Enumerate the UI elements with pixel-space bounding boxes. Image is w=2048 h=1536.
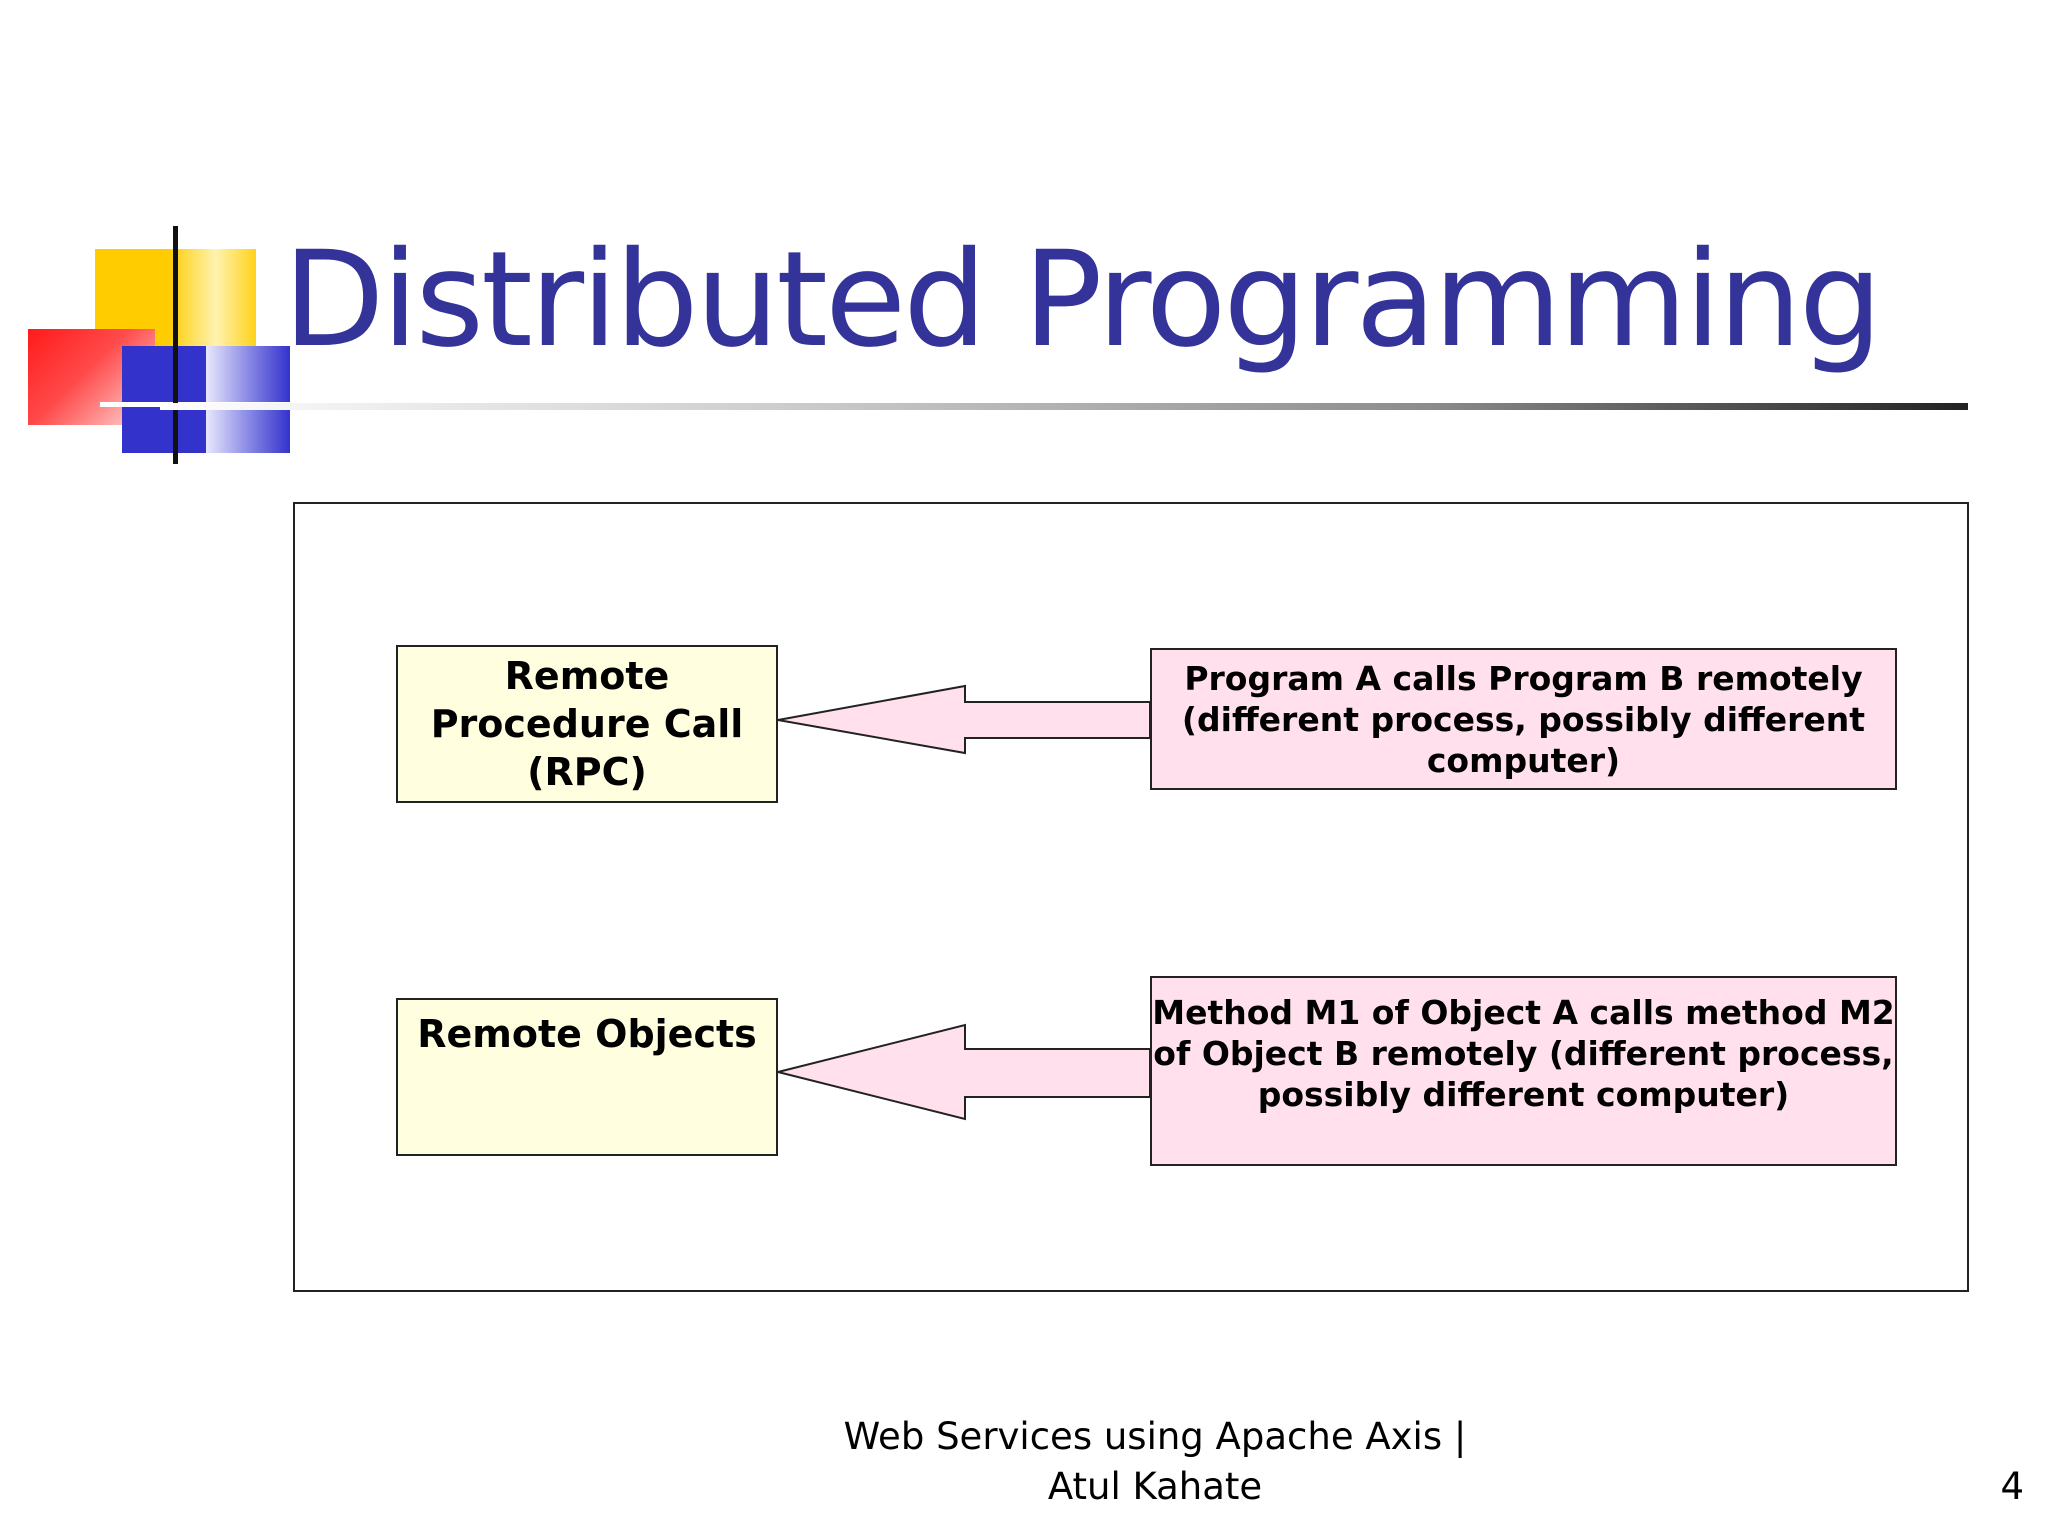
diagram-frame — [293, 502, 1969, 1292]
slide-title: Distributed Programming — [283, 223, 1883, 377]
program-call-line-1: Program A calls Program B remotely — [1184, 658, 1863, 698]
footer-text: Web Services using Apache Axis | Atul Ka… — [820, 1412, 1490, 1512]
method-call-line-1: Method M1 of Object A calls method M2 — [1152, 993, 1895, 1032]
program-call-line-3: computer) — [1426, 740, 1621, 780]
rpc-box: Remote Procedure Call (RPC) — [396, 645, 778, 803]
page-number: 4 — [2000, 1465, 2024, 1508]
logo-blue-gradient-square — [206, 346, 290, 453]
logo-blue-square — [122, 346, 206, 453]
method-call-line-2: of Object B remotely (different process, — [1153, 1034, 1894, 1073]
method-call-line-3: possibly different computer) — [1257, 1075, 1790, 1114]
rpc-box-line-2: Procedure Call — [430, 702, 744, 746]
logo-vertical-line — [173, 226, 178, 464]
footer-line-2: Atul Kahate — [1047, 1465, 1263, 1508]
program-call-line-2: (different process, possibly different — [1181, 699, 1866, 739]
title-underline-rule — [160, 403, 1968, 410]
remote-objects-line-1: Remote Objects — [417, 1012, 757, 1056]
method-call-description-box: Method M1 of Object A calls method M2 of… — [1150, 976, 1897, 1166]
program-call-description-box: Program A calls Program B remotely (diff… — [1150, 648, 1897, 790]
footer-line-1: Web Services using Apache Axis | — [843, 1415, 1467, 1458]
rpc-box-line-1: Remote — [504, 654, 670, 698]
rpc-box-line-3: (RPC) — [527, 750, 647, 794]
remote-objects-box: Remote Objects — [396, 998, 778, 1156]
